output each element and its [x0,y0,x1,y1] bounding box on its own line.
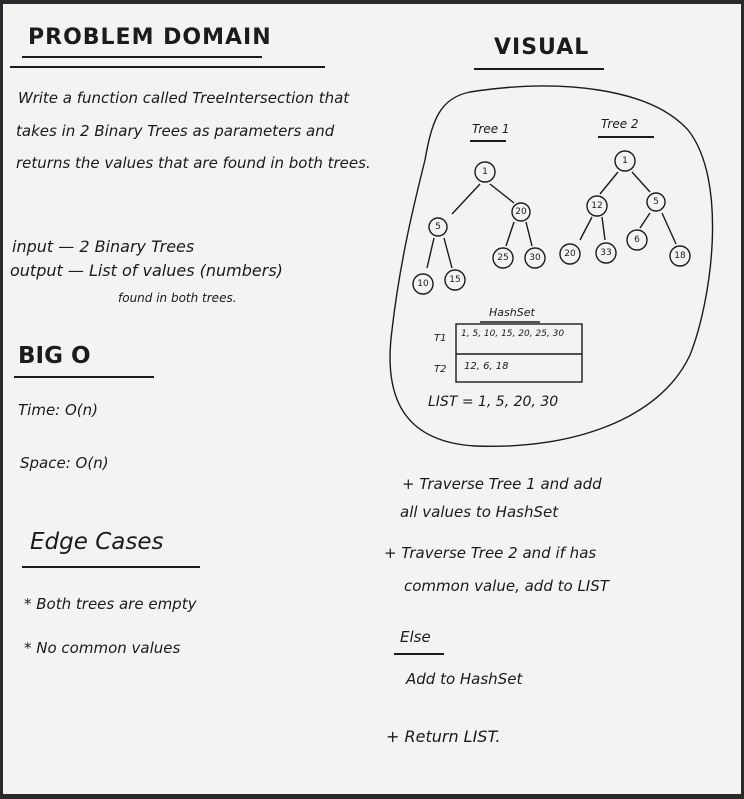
tree1-node [412,273,434,295]
step1-line-b: all values to HashSet [400,503,559,521]
tree1-edge [525,221,533,247]
edge-cases-underline [22,566,200,568]
visual-underline [474,68,604,70]
input-line: input — 2 Binary Trees [12,237,195,256]
tree2-node [559,243,581,265]
tree2-node [595,242,617,264]
hashset-label: HashSet [489,306,535,319]
tree2-label: Tree 2 [601,117,639,131]
tree1-edge [426,237,435,269]
tree1-label-underline [470,140,506,142]
problem-line-1: Write a function called TreeIntersection… [18,89,350,107]
tree1-node [511,202,531,222]
else-underline [394,653,444,655]
tree2-edge [601,216,606,241]
hashset-box [455,323,583,383]
tree1-node [524,247,546,269]
output-line: output — List of values (numbers) [10,261,283,280]
tree1-node-value: 10 [417,279,429,289]
time-complexity: Time: O(n) [18,401,99,419]
tree1-node-value: 30 [529,253,541,263]
tree2-node [614,150,636,172]
tree2-label-underline [598,136,654,138]
problem-domain-heading: PROBLEM DOMAIN [28,25,272,50]
tree2-node [626,229,648,251]
else-action: Add to HashSet [406,670,523,688]
tree2-node [646,192,666,212]
t1-values: 1, 5, 10, 15, 20, 25, 30 [461,329,565,339]
tree1-edge [451,183,481,215]
big-o-underline [14,376,154,378]
tree1-node [474,161,496,183]
tree1-node-value: 5 [435,222,441,232]
tree2-node-value: 12 [591,201,602,211]
visual-enclosure [389,85,714,448]
tree2-edge [599,171,619,195]
tree1-node-value: 20 [515,207,527,217]
left-border [0,0,3,799]
tree1-edge [489,183,515,204]
tree2-edge [579,216,593,241]
step2-line-a: + Traverse Tree 2 and if has [384,544,597,562]
visual-heading: VISUAL [494,35,590,60]
tree1-edge [505,221,515,247]
problem-line-3: returns the values that are found in bot… [16,154,371,172]
list-result: LIST = 1, 5, 20, 30 [428,394,559,410]
edge-case-1: * Both trees are empty [24,595,197,613]
bottom-border [0,794,744,799]
big-o-heading: BIG O [18,343,91,369]
tree2-node-value: 33 [600,248,611,258]
step3-line: + Return LIST. [386,727,501,746]
tree1-node-value: 25 [497,253,508,263]
tree1-node [428,217,448,237]
t1-label: T1 [434,333,447,344]
space-complexity: Space: O(n) [20,454,109,472]
tree2-node [669,245,691,267]
tree2-node-value: 1 [622,156,628,166]
problem-line-2: takes in 2 Binary Trees as parameters an… [16,122,335,140]
tree2-node-value: 5 [653,197,659,207]
tree2-edge [631,171,651,193]
tree2-edge [661,212,677,245]
tree2-node-value: 20 [564,249,576,259]
t2-label: T2 [434,364,447,375]
output-line-cont: found in both trees. [118,291,237,305]
tree1-edge [443,237,453,269]
step1-line-a: + Traverse Tree 1 and add [402,475,602,493]
tree1-node [444,269,466,291]
tree1-node-value: 1 [482,167,488,177]
t2-values: 12, 6, 18 [464,361,509,372]
section-divider [10,66,325,68]
tree2-edge [639,212,651,229]
tree2-node-value: 18 [674,251,686,261]
top-border [0,0,744,4]
tree1-label: Tree 1 [472,122,510,136]
tree1-node-value: 15 [449,275,460,285]
right-border [741,0,744,799]
edge-cases-heading: Edge Cases [30,529,164,555]
else-label: Else [400,628,431,646]
tree2-node-value: 6 [634,235,640,245]
problem-domain-underline [22,56,262,58]
edge-case-2: * No common values [24,639,181,657]
tree1-node [492,247,514,269]
tree2-node [586,195,608,217]
step2-line-b: common value, add to LIST [404,577,609,595]
